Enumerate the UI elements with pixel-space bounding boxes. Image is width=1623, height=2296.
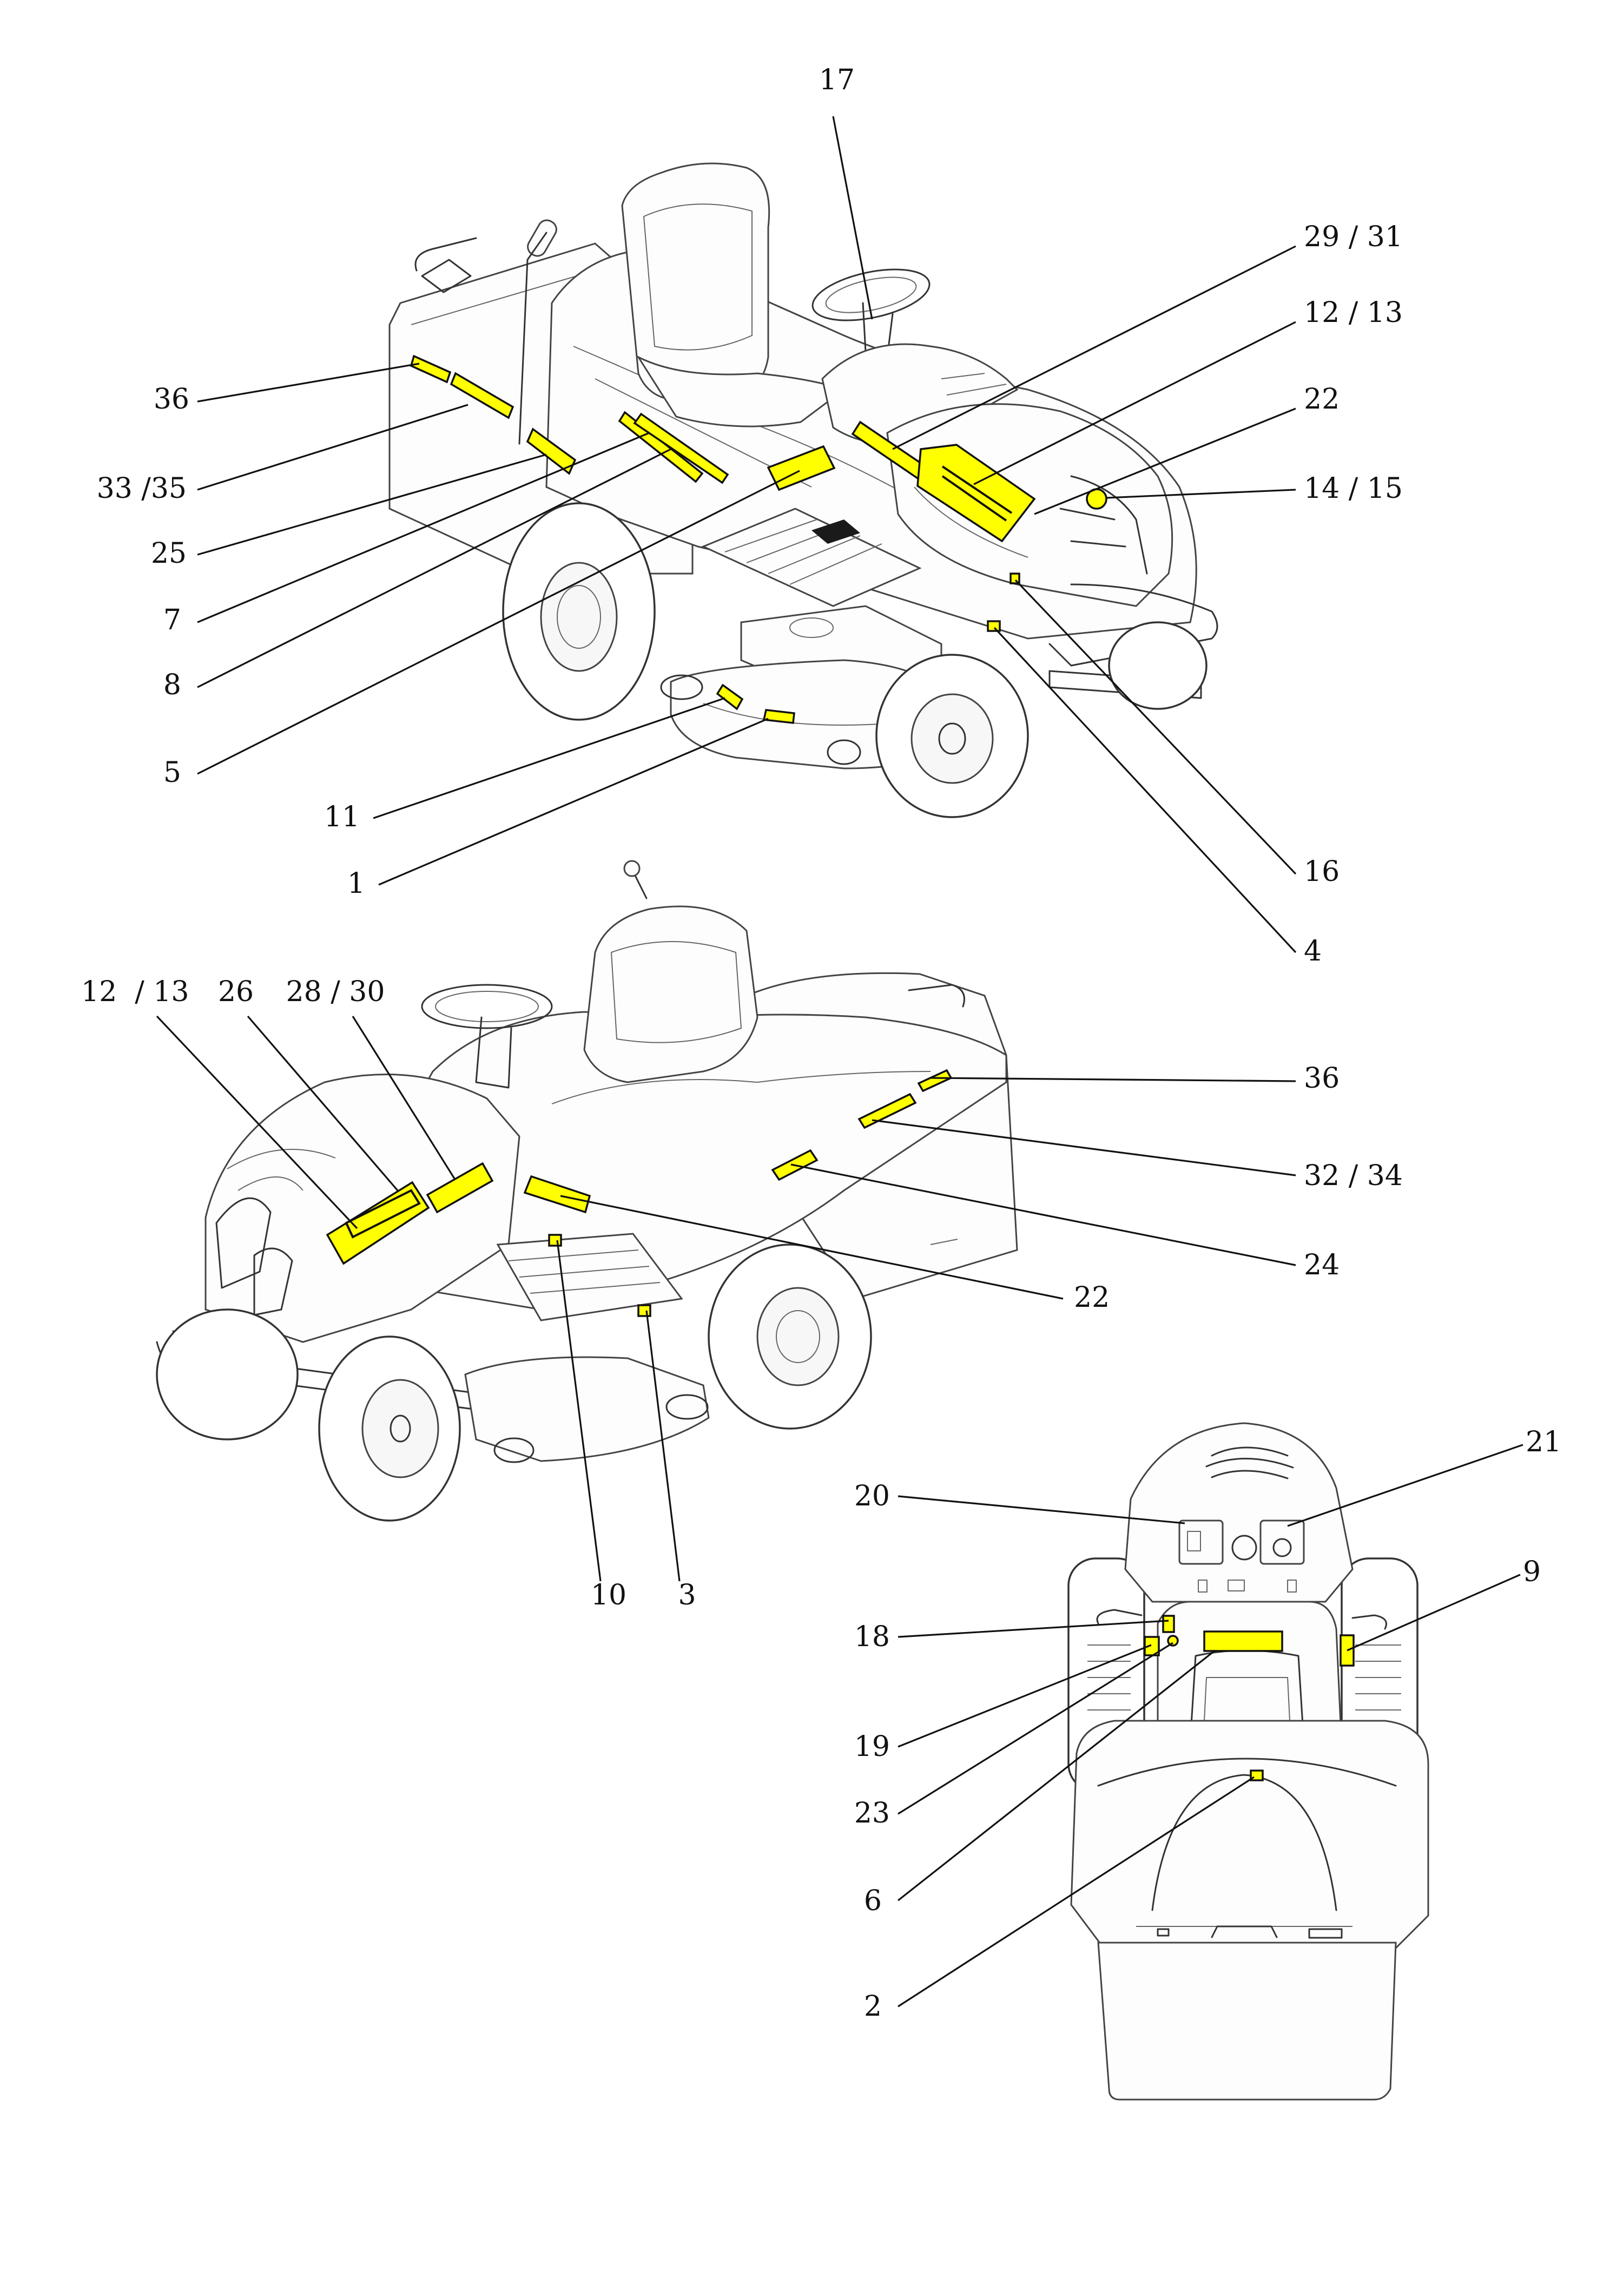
decal-4 [987, 620, 1001, 632]
callout-25: 25 [151, 537, 187, 570]
decal-8 [633, 412, 729, 484]
callout-29-31: 29 / 31 [1304, 221, 1403, 253]
decal-11 [716, 683, 744, 710]
decal-33-35 [450, 372, 514, 419]
callout-22: 22 [1304, 383, 1340, 416]
callout-20: 20 [854, 1480, 890, 1512]
callout-22-middle: 22 [1074, 1281, 1110, 1314]
callout-10: 10 [591, 1579, 626, 1611]
grass-catcher [1070, 1720, 1429, 1949]
seat [583, 905, 758, 1083]
callout-24: 24 [1304, 1249, 1340, 1281]
callout-26: 26 [218, 976, 254, 1008]
decal-26 [326, 1181, 430, 1265]
callout-18: 18 [854, 1621, 890, 1653]
callout-32-34: 32 / 34 [1304, 1160, 1403, 1192]
leader-lines-middle-view [156, 1015, 1296, 1582]
hood [204, 1074, 520, 1343]
callout-14-15: 14 / 15 [1304, 472, 1403, 505]
decal-3 [637, 1304, 651, 1317]
callout-12-13-middle: 12 / 13 [81, 976, 189, 1008]
callout-17: 17 [819, 64, 855, 96]
steering-wheel [812, 268, 931, 321]
leader-lines-top-view [197, 116, 1297, 953]
decal-23 [1167, 1635, 1179, 1647]
decal-18 [1162, 1615, 1175, 1633]
callouts-middle-view: 12 / 13 26 28 / 30 36 32 / 34 24 22 10 3 [81, 976, 1403, 1611]
callout-8: 8 [163, 669, 181, 701]
decal-28-30 [426, 1162, 494, 1214]
callout-1: 1 [347, 867, 365, 900]
callout-21: 21 [1526, 1426, 1561, 1458]
decal-32-34 [857, 1093, 917, 1129]
decal-6 [1203, 1630, 1283, 1652]
decal-25 [526, 427, 577, 475]
leader-lines-rear-view [898, 1444, 1523, 2008]
hood [1124, 1422, 1354, 1603]
callout-4: 4 [1304, 935, 1322, 968]
callout-9: 9 [1523, 1556, 1541, 1588]
callout-7: 7 [163, 604, 181, 636]
callout-11: 11 [324, 801, 360, 833]
callout-16: 16 [1304, 856, 1340, 888]
decal-1 [762, 709, 795, 724]
callout-19: 19 [854, 1731, 890, 1763]
callout-12-13: 12 / 13 [1304, 297, 1403, 329]
callout-2: 2 [864, 1990, 882, 2023]
mower-middle-view [156, 860, 1018, 1522]
steering-wheel [421, 984, 553, 1029]
callout-23: 23 [854, 1797, 890, 1830]
decal-36-top [410, 354, 452, 384]
callout-36: 36 [154, 383, 189, 416]
callout-5: 5 [163, 756, 181, 789]
callout-36-middle: 36 [1304, 1062, 1340, 1095]
callout-28-30: 28 / 30 [286, 976, 385, 1008]
mower-top-view [388, 162, 1218, 818]
cutting-deck [464, 1356, 710, 1462]
decal-22-middle [523, 1175, 591, 1214]
mower-rear-view [1067, 1422, 1429, 2101]
decal-10 [548, 1234, 562, 1247]
callout-33-35: 33 /35 [97, 472, 187, 505]
callouts-top-view: 17 29 / 31 12 / 13 22 14 / 15 36 33 /35 … [97, 64, 1403, 968]
callouts-rear-view: 21 20 9 18 19 23 6 2 [854, 1426, 1561, 2023]
callout-3: 3 [678, 1579, 696, 1611]
callout-6: 6 [864, 1885, 882, 1917]
decal-7 [618, 411, 704, 483]
